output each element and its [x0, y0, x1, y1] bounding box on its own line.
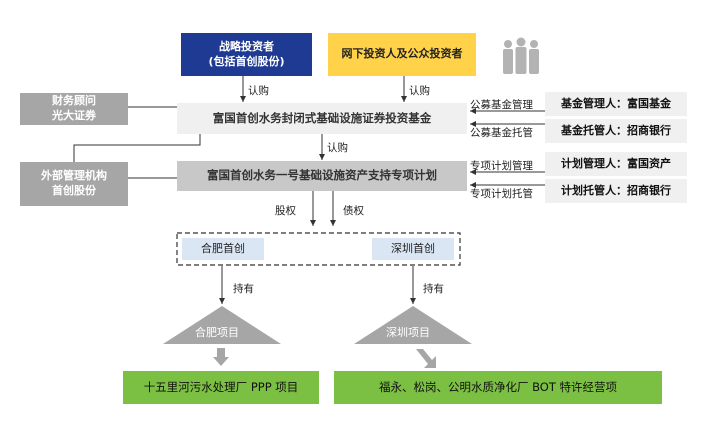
shenzhen-asset-box: 福永、松岗、公明水质净化厂 BOT 特许经营项 — [334, 371, 662, 404]
fund-manager-box: 基金管理人：富国基金 — [545, 92, 687, 116]
shenzhen-project-label: 深圳项目 — [386, 326, 430, 339]
fund-mgmt-label: 公募基金管理 — [470, 99, 533, 111]
fund-custody-label: 公募基金托管 — [470, 127, 533, 139]
down-arrow-icon — [213, 357, 229, 366]
subscribe-label-strategic: 认购 — [248, 85, 269, 97]
hold-label-shenzhen: 持有 — [423, 283, 444, 295]
subsidiaries-group-border — [176, 232, 461, 266]
line-external-manager-fund — [73, 134, 201, 162]
fund-custodian-box: 基金托管人：招商银行 — [545, 119, 687, 143]
plan-custodian-box: 计划托管人：招商银行 — [545, 179, 687, 203]
people-icon — [503, 37, 539, 74]
plan-mgmt-label: 专项计划管理 — [470, 160, 533, 172]
hefei-project-triangle — [163, 306, 281, 344]
diagonal-arrow-icon — [416, 349, 436, 368]
financial-advisor-box: 财务顾问 光大证券 — [20, 93, 128, 125]
plan-manager-box: 计划管理人：富国资产 — [545, 152, 687, 176]
hefei-project-label: 合肥项目 — [195, 326, 239, 339]
hold-label-hefei: 持有 — [233, 283, 254, 295]
abs-plan-box: 富国首创水务一号基础设施资产支持专项计划 — [177, 161, 467, 191]
plan-custody-label: 专项计划托管 — [470, 188, 533, 200]
shenzhen-subsidiary-box: 深圳首创 — [372, 238, 454, 260]
hefei-subsidiary-box: 合肥首创 — [182, 238, 264, 260]
hefei-asset-box: 十五里河污水处理厂 PPP 项目 — [123, 371, 319, 404]
subscribe-label-public: 认购 — [409, 85, 430, 97]
shenzhen-project-triangle — [354, 306, 472, 344]
debt-label: 债权 — [343, 205, 364, 217]
public-investor-box: 网下投资人及公众投资者 — [328, 33, 476, 76]
strategic-investor-box: 战略投资者 (包括首创股份) — [181, 33, 312, 76]
external-manager-box: 外部管理机构 首创股份 — [20, 162, 128, 206]
subscribe-label-fund: 认购 — [327, 142, 348, 154]
fund-box: 富国首创水务封闭式基础设施证券投资基金 — [177, 103, 467, 134]
equity-label: 股权 — [275, 205, 296, 217]
